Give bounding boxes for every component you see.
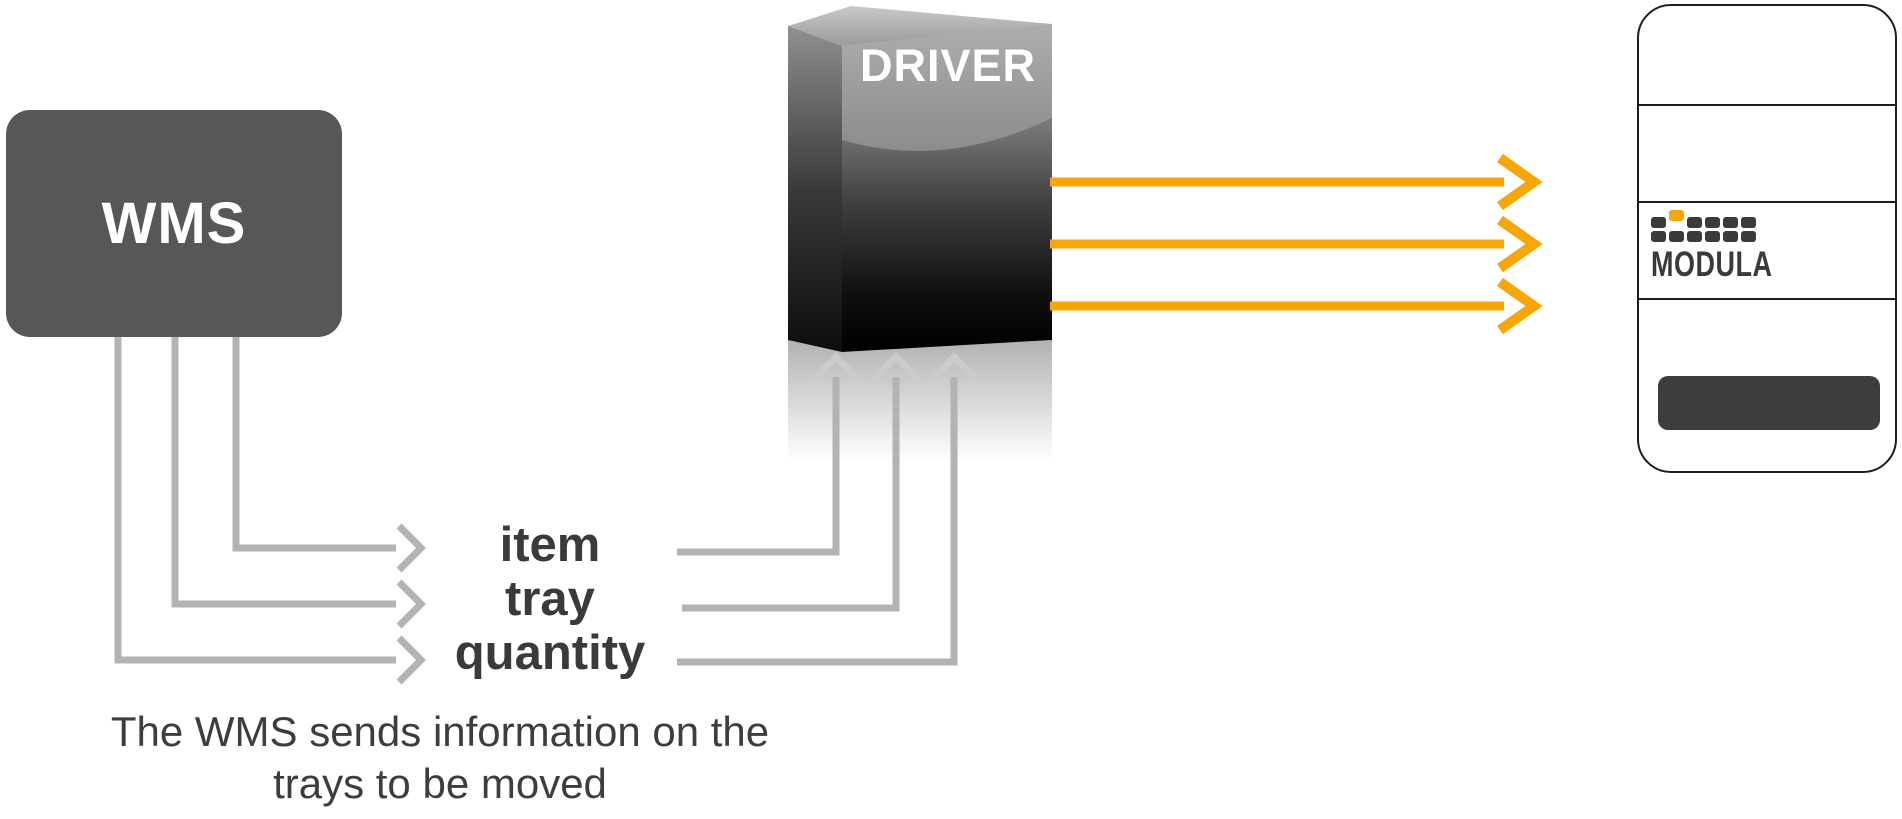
modula-logo-icon: MODULA: [1651, 210, 1772, 284]
right-chevron-icon: [1497, 153, 1543, 211]
flow-label-quantity: quantity: [454, 626, 646, 680]
driver-to-modula-arrow-3: [1050, 277, 1543, 335]
wms-to-tray-arrow: [171, 337, 426, 629]
right-chevron-icon: [396, 579, 426, 629]
caption-line-2: trays to be moved: [273, 760, 607, 807]
caption: The WMS sends information on the trays t…: [95, 706, 785, 810]
modula-logo-squares-row-2: [1651, 231, 1771, 242]
logo-square: [1651, 217, 1666, 228]
modula-brand-text: MODULA: [1651, 245, 1773, 284]
labels-to-driver-arrows: [677, 352, 979, 666]
unit-divider-2: [1639, 201, 1895, 203]
driver-label: DRIVER: [859, 40, 1037, 91]
tray-to-driver-arrow: [682, 352, 921, 612]
logo-square: [1651, 231, 1666, 242]
modula-logo-squares-row-1: [1651, 210, 1771, 228]
up-chevron-icon: [811, 352, 861, 382]
logo-square: [1687, 217, 1702, 228]
logo-square: [1705, 217, 1720, 228]
item-to-driver-arrow: [677, 352, 861, 556]
unit-divider-3: [1639, 298, 1895, 300]
unit-divider-1: [1639, 104, 1895, 106]
logo-square: [1741, 217, 1756, 228]
modula-unit: MODULA: [1637, 4, 1897, 473]
driver-box-graphic: [788, 6, 1052, 352]
logo-square: [1723, 231, 1738, 242]
wms-to-item-arrow: [232, 337, 426, 573]
right-chevron-icon: [396, 635, 426, 685]
logo-square: [1669, 231, 1684, 242]
driver-box-sheen: [842, 24, 1052, 151]
logo-square: [1741, 231, 1756, 242]
driver-to-modula-arrow-1: [1050, 153, 1543, 211]
up-chevron-icon: [871, 352, 921, 382]
up-chevron-icon: [929, 352, 979, 382]
driver-reflection: [788, 340, 1052, 462]
wms-box: WMS: [6, 110, 342, 337]
logo-square: [1723, 217, 1738, 228]
caption-line-1: The WMS sends information on the: [110, 708, 770, 755]
right-chevron-icon: [396, 523, 426, 573]
right-chevron-icon: [1497, 215, 1543, 273]
logo-square: [1687, 231, 1702, 242]
logo-square: [1705, 231, 1720, 242]
right-chevron-icon: [1497, 277, 1543, 335]
wms-to-labels-arrows: [114, 337, 426, 685]
flow-label-tray: tray: [505, 572, 595, 626]
flow-label-item: item: [499, 518, 601, 572]
logo-square-orange: [1669, 210, 1684, 221]
tray-bay: [1658, 376, 1880, 430]
wms-to-quantity-arrow: [114, 337, 426, 685]
driver-box-top-face: [788, 6, 1052, 46]
quantity-to-driver-arrow: [677, 352, 979, 666]
driver-to-modula-arrow-2: [1050, 215, 1543, 273]
wms-label: WMS: [101, 191, 247, 256]
driver-box-spine: [788, 26, 842, 352]
driver-to-modula-arrows: [1050, 153, 1543, 335]
